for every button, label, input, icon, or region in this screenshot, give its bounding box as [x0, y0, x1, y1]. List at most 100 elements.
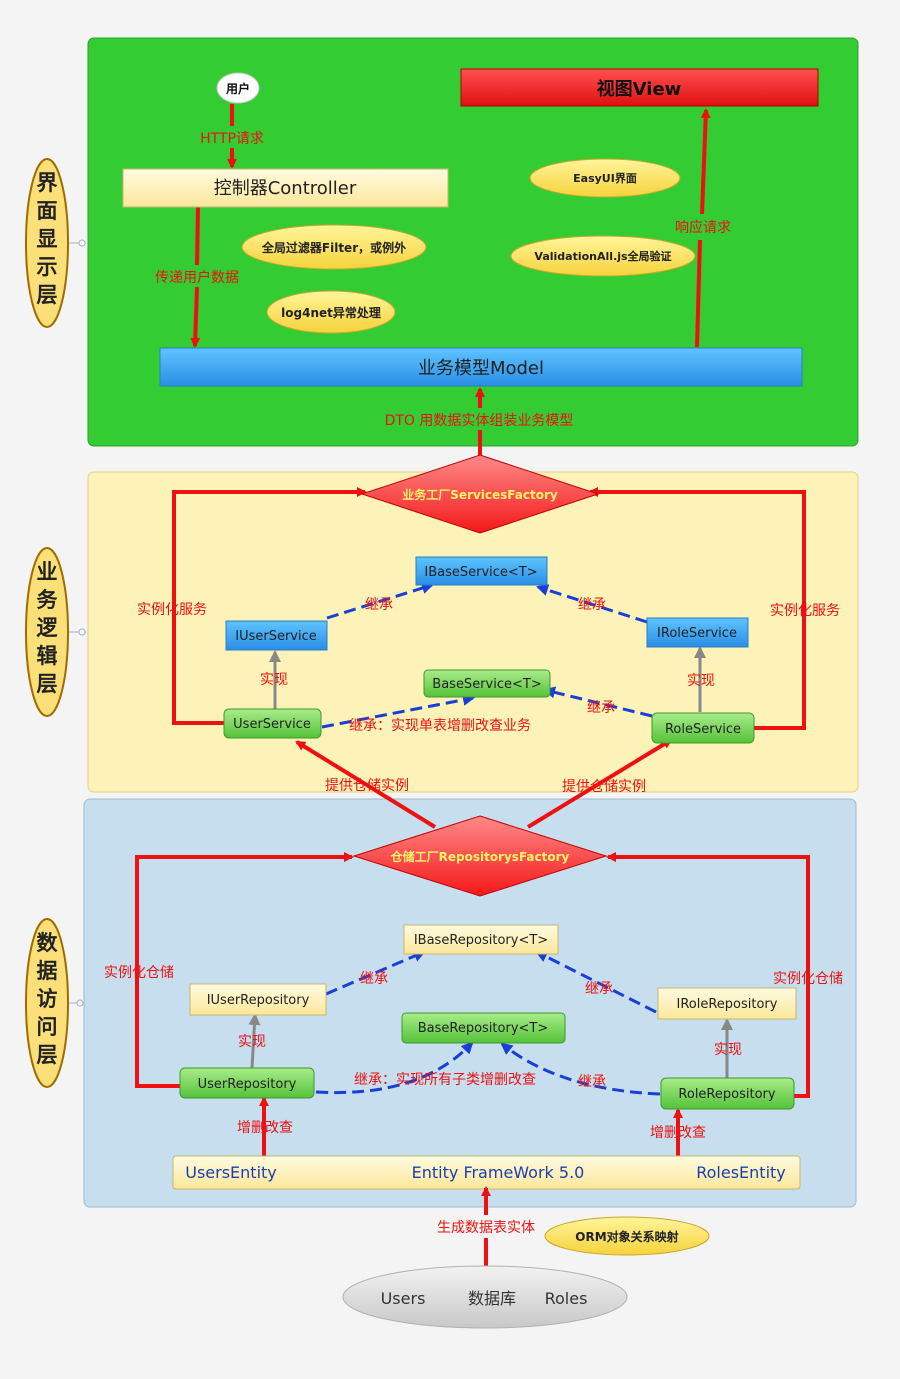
arrow-irolerepo-inherit [535, 950, 657, 1014]
repo-inherit-right-label: 继承 [585, 981, 613, 997]
irole-repository-box: IRoleRepository [657, 987, 797, 1020]
arrow-iuserservice-inherit [326, 582, 434, 620]
svg-text:EasyUI界面: EasyUI界面 [573, 172, 637, 185]
controller-box: 控制器Controller [122, 168, 449, 208]
svg-text:BaseService<T>: BaseService<T> [432, 677, 541, 692]
model-box: 业务模型Model [159, 347, 803, 387]
role-service-box: RoleService [651, 712, 755, 744]
repo-inherit-base-label: 继承 [578, 1074, 606, 1090]
arrow-userservice-inherit [321, 693, 475, 729]
user-node: 用户 [216, 72, 260, 104]
arrow-instantiate-service-left [172, 487, 367, 725]
implement-left-label: 实现 [260, 672, 288, 688]
svg-text:视图View: 视图View [597, 78, 682, 100]
layer-label-char: 层 [37, 672, 58, 696]
svg-text:IBaseService<T>: IBaseService<T> [424, 565, 537, 580]
view-box: 视图View [460, 68, 819, 107]
layer-label-char: 问 [37, 1015, 58, 1039]
ibase-service-box: IBaseService<T> [415, 556, 548, 586]
arrow-provide-right [526, 738, 673, 829]
repo-inherit-left-label: 继承 [360, 971, 388, 987]
svg-text:数据访问层: 数据访问层 [37, 931, 59, 1067]
arrow-iroleservice-inherit [536, 584, 648, 624]
svg-text:仓储工厂RepositorysFactory: 仓储工厂RepositorysFactory [390, 849, 570, 864]
base-repository-box: BaseRepository<T> [401, 1012, 566, 1044]
svg-text:ORM对象关系映射: ORM对象关系映射 [575, 1229, 678, 1244]
layer-label-char: 逻 [37, 616, 59, 640]
db-users-label: Users [381, 1289, 426, 1308]
ui-layer-label: 界面显示层 [25, 158, 86, 328]
logic-layer-label: 业务逻辑层 [25, 547, 86, 717]
ui-layer-panel [87, 37, 859, 447]
svg-text:IRoleRepository: IRoleRepository [677, 997, 778, 1012]
repo-implement-right-label: 实现 [714, 1042, 742, 1058]
dto-label: DTO 用数据实体组装业务模型 [385, 413, 574, 429]
instantiate-repo-left-label: 实例化仓储 [104, 965, 174, 981]
db-roles-label: Roles [545, 1289, 588, 1308]
orm-oval: ORM对象关系映射 [544, 1216, 710, 1256]
layer-label-char: 访 [37, 987, 58, 1011]
svg-text:RoleRepository: RoleRepository [678, 1087, 775, 1102]
arrow-instantiate-repo-right [606, 852, 810, 1098]
repositories-factory-diamond: 仓储工厂RepositorysFactory [352, 815, 608, 897]
inherit-note-label: 继承：实现单表增删改查业务 [349, 718, 531, 734]
irole-service-box: IRoleService [646, 617, 749, 648]
arrow-rolerepo-inherit [500, 1042, 661, 1096]
svg-text:RoleService: RoleService [665, 722, 741, 737]
pass-user-data-label: 传递用户数据 [155, 269, 239, 286]
instantiate-repo-right-label: 实例化仓储 [773, 971, 843, 987]
svg-text:IUserService: IUserService [235, 629, 317, 644]
instantiate-service-right-label: 实例化服务 [770, 603, 840, 619]
svg-text:业务逻辑层: 业务逻辑层 [37, 560, 59, 696]
ibase-repository-box: IBaseRepository<T> [403, 924, 559, 955]
easyui-oval: EasyUI界面 [529, 158, 681, 198]
svg-text:业务模型Model: 业务模型Model [418, 358, 544, 379]
entity-framework-label: Entity FrameWork 5.0 [412, 1163, 585, 1182]
iuser-service-box: IUserService [225, 620, 328, 651]
layer-label-char: 辑 [37, 644, 58, 668]
svg-text:IRoleService: IRoleService [657, 626, 737, 641]
layer-label-char: 界 [37, 171, 58, 195]
db-database-label: 数据库 [468, 1289, 516, 1308]
instantiate-service-left-label: 实例化服务 [137, 602, 207, 618]
layer-label-char: 据 [37, 959, 58, 983]
entity-framework-bar: UsersEntity Entity FrameWork 5.0 RolesEn… [172, 1155, 801, 1190]
generate-label: 生成数据表实体 [437, 1220, 535, 1236]
user-repository-box: UserRepository [179, 1067, 315, 1099]
arrow-provide-left [295, 740, 437, 829]
svg-text:控制器Controller: 控制器Controller [214, 178, 357, 199]
arrow-model-to-view-low [695, 239, 702, 348]
filter-oval: 全局过滤器Filter，或例外 [241, 224, 427, 270]
provide-right-label: 提供仓储实例 [562, 779, 646, 795]
inherit-base-label: 继承 [587, 700, 615, 716]
crud-right-label: 增删改查 [650, 1125, 706, 1141]
user-service-box: UserService [223, 708, 322, 739]
services-factory-diamond: 业务工厂ServicesFactory [360, 454, 600, 534]
layer-label-char: 数 [37, 931, 59, 955]
data-layer-label: 数据访问层 [25, 918, 84, 1088]
role-repository-box: RoleRepository [660, 1077, 795, 1110]
svg-text:业务工厂ServicesFactory: 业务工厂ServicesFactory [402, 487, 558, 502]
layer-label-char: 业 [37, 560, 58, 584]
arrow-controller-to-model-top [195, 206, 200, 266]
svg-text:界面显示层: 界面显示层 [37, 171, 58, 307]
arrow-instantiate-repo-left [135, 852, 354, 1088]
response-label: 响应请求 [675, 219, 731, 236]
base-service-box: BaseService<T> [423, 669, 551, 698]
log4net-oval: log4net异常处理 [266, 290, 396, 334]
svg-text:ValidationAll.js全局验证: ValidationAll.js全局验证 [534, 249, 671, 263]
provide-left-label: 提供仓储实例 [325, 778, 409, 794]
inherit-left-label: 继承 [365, 597, 393, 613]
svg-text:IBaseRepository<T>: IBaseRepository<T> [414, 933, 548, 948]
crud-left-label: 增删改查 [237, 1120, 293, 1136]
implement-right-label: 实现 [687, 673, 715, 689]
layer-label-char: 显 [37, 227, 58, 251]
repo-inherit-note-label: 继承：实现所有子类增删改查 [354, 1072, 536, 1088]
svg-text:UserRepository: UserRepository [198, 1077, 297, 1092]
arrow-roleservice-inherit [543, 686, 653, 718]
roles-entity-label: RolesEntity [696, 1163, 786, 1182]
http-request-label: HTTP请求 [200, 131, 264, 147]
svg-text:全局过滤器Filter，或例外: 全局过滤器Filter，或例外 [261, 240, 406, 255]
layer-label-char: 务 [37, 588, 59, 612]
